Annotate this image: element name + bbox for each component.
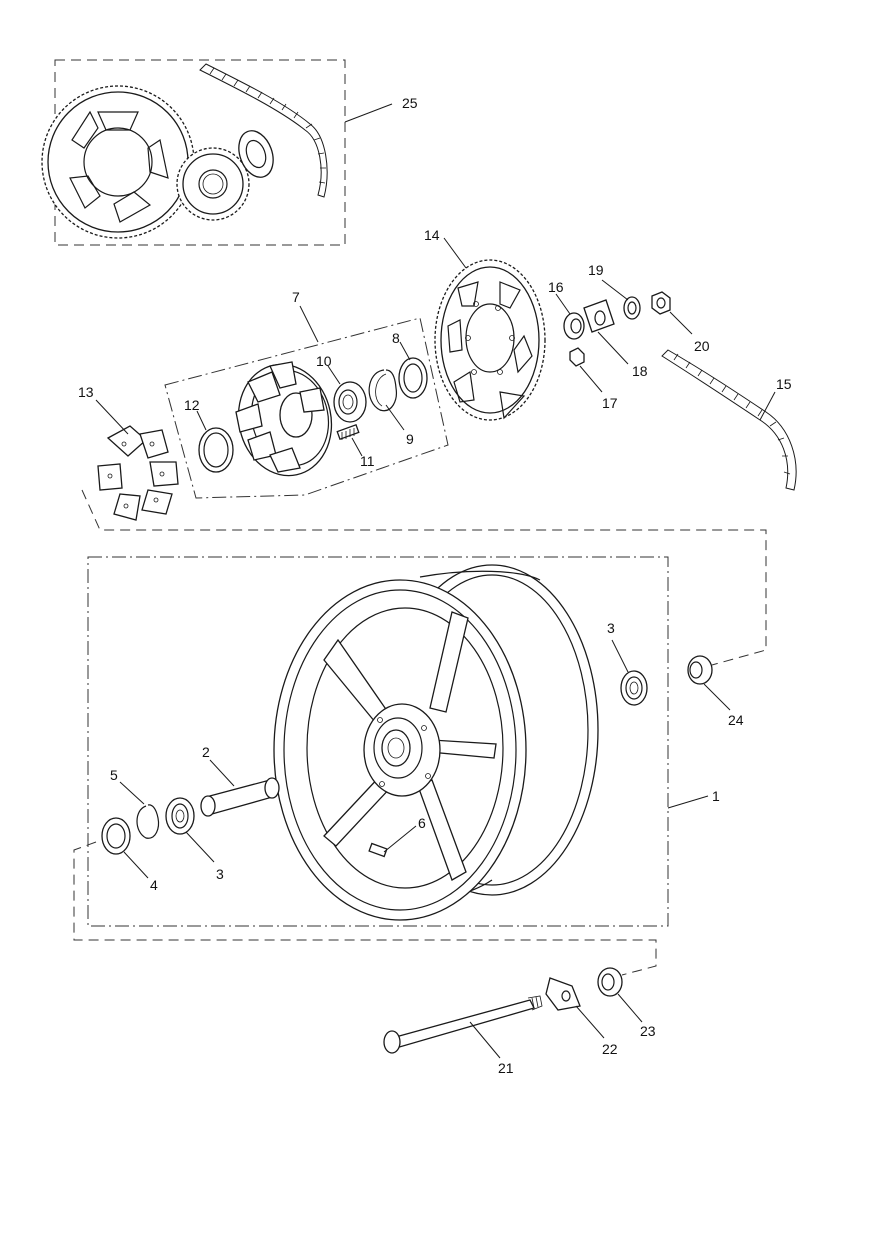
- bearing-3-right: [620, 670, 648, 706]
- cush-drive-group: [164, 305, 449, 499]
- adjuster-18: [583, 299, 615, 333]
- kit-rear-sprocket: [41, 85, 195, 239]
- callout-labels: 1 2 3 3 4 5 6 7 8 9 10 11 12 13 14 15 16…: [78, 95, 792, 1076]
- callout-12: 12: [184, 397, 200, 413]
- seal-4: [101, 817, 131, 855]
- rear-wheel-1: [273, 564, 599, 921]
- callout-6: 6: [418, 815, 426, 831]
- callout-7: 7: [292, 289, 300, 305]
- cush-drive-hub: [235, 361, 333, 477]
- spacer-tube-2: [200, 777, 280, 817]
- washer-19: [623, 296, 641, 320]
- spacer-16: [563, 312, 585, 340]
- kit-washer: [238, 130, 274, 178]
- rear-wheel-group: [87, 556, 731, 927]
- circlip-5: [136, 804, 160, 839]
- callout-4: 4: [150, 877, 158, 893]
- spacer-12: [198, 427, 234, 473]
- axle-21: [383, 995, 543, 1054]
- rear-sprocket-14: [434, 237, 546, 421]
- callout-15: 15: [776, 376, 792, 392]
- stud-11: [336, 423, 360, 441]
- chain-adjuster-22: [545, 977, 581, 1011]
- spacer-24: [687, 655, 713, 685]
- callout-1: 1: [712, 788, 720, 804]
- nut-20: [651, 291, 671, 315]
- kit-chain: [199, 63, 328, 198]
- kit-front-sprocket: [176, 147, 250, 221]
- axle-nut-23: [597, 967, 623, 997]
- bearing-3-left: [165, 797, 195, 835]
- drive-chain-15: [661, 349, 797, 491]
- callout-20: 20: [694, 338, 710, 354]
- callout-3-left: 3: [216, 866, 224, 882]
- connector-4-to-23: [73, 841, 657, 976]
- nut-17: [569, 347, 585, 367]
- callout-2: 2: [202, 744, 210, 760]
- callout-22: 22: [602, 1041, 618, 1057]
- callout-21: 21: [498, 1060, 514, 1076]
- callout-10: 10: [316, 353, 332, 369]
- bearing-10: [333, 381, 367, 423]
- callout-9: 9: [406, 431, 414, 447]
- spacer-8: [398, 357, 428, 399]
- callout-5: 5: [110, 767, 118, 783]
- callout-11: 11: [360, 453, 375, 469]
- valve-6: [368, 842, 388, 858]
- callout-23: 23: [640, 1023, 656, 1039]
- connector-cush-to-24: [81, 489, 767, 666]
- callout-18: 18: [632, 363, 648, 379]
- callout-13: 13: [78, 384, 94, 400]
- callout-16: 16: [548, 279, 564, 295]
- chain-sprocket-kit-group: [41, 59, 393, 246]
- cush-rubbers-13: [95, 399, 179, 521]
- callout-17: 17: [602, 395, 618, 411]
- callout-14: 14: [424, 227, 440, 243]
- callout-24: 24: [728, 712, 744, 728]
- callout-19: 19: [588, 262, 604, 278]
- sprocket-fasteners: [555, 279, 693, 393]
- callout-8: 8: [392, 330, 400, 346]
- callout-25: 25: [402, 95, 418, 111]
- circlip-9: [368, 369, 397, 412]
- callout-3-right: 3: [607, 620, 615, 636]
